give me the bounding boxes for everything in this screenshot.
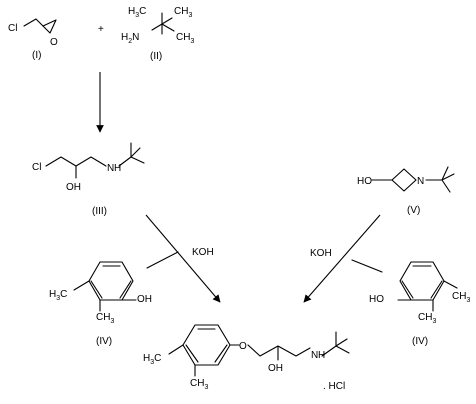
compound-ii-structure: H3C CH3 H2N CH3 (II) [121,6,194,62]
compound-iv-right-structure: HO CH3 CH3 (IV) [369,261,470,347]
arrow-left-path: KOH [145,214,221,303]
reagent-right: KOH [310,248,332,259]
compound-ii-label: (II) [150,51,162,62]
compound-ii-ch3-right: CH3 [176,32,194,45]
compound-iv-left-label: (IV) [96,336,112,347]
compound-iv-right-label: (IV) [412,336,428,347]
compound-i-structure: Cl O (I) [8,18,58,61]
compound-ii-h3c: H3C [128,6,146,19]
compound-v-structure: HO N (V) [357,166,455,216]
compound-v-n: N [417,176,424,187]
compound-iv-left-h3c: H3C [49,289,67,302]
compound-iv-left-oh: OH [137,294,152,305]
compound-i-cl: Cl [8,23,17,34]
product-oh: OH [268,363,283,374]
compound-iii-structure: Cl OH N H (III) [32,142,145,217]
compound-i-label: (I) [32,50,41,61]
compound-iii-oh: OH [66,182,81,193]
product-hcl: . HCl [323,381,345,392]
compound-iv-right-ho: HO [369,294,384,305]
compound-iv-left-structure: H3C OH CH3 (IV) [49,261,152,347]
compound-iii-cl: Cl [32,162,41,173]
compound-ii-h2n: H2N [121,32,139,45]
arrow-right-path: KOH [303,214,383,303]
compound-iv-left-ch3: CH3 [96,312,114,325]
product-nh: H [318,350,325,361]
product-ch3: CH3 [190,378,208,391]
product-o: O [239,341,247,352]
compound-ii-ch3-top: CH3 [174,6,192,19]
compound-iv-right-ch3-side: CH3 [452,291,470,304]
plus-sign: + [98,24,104,35]
product-structure: H3C CH3 O OH N H . HCl [143,324,350,392]
compound-iii-label: (III) [92,206,107,217]
compound-v-ho: HO [357,176,372,187]
compound-v-label: (V) [407,205,420,216]
product-h3c: H3C [143,353,161,366]
compound-i-o: O [50,37,58,48]
reagent-left: KOH [192,247,214,258]
compound-iv-right-ch3-bottom: CH3 [418,312,436,325]
product-n: N [311,350,318,361]
compound-iii-nh: H [114,163,121,174]
compound-iii-n: N [107,163,114,174]
